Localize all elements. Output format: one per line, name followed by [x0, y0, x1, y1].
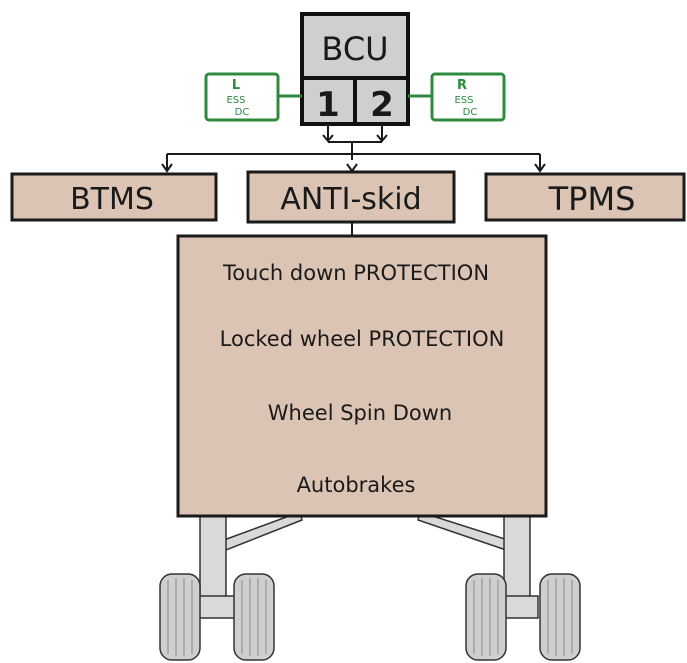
btms-label: BTMS	[70, 182, 154, 217]
bcu-wiring	[161, 124, 546, 236]
functions-box	[176, 234, 548, 518]
system-tpms: TPMS	[484, 172, 686, 222]
ess-dc-left-side: L	[232, 78, 240, 93]
ess-dc-right-line1: ESS	[454, 95, 473, 106]
ess-dc-left-line1: ESS	[226, 95, 245, 106]
btms-box	[10, 172, 218, 222]
ess-dc-right-line2: DC	[463, 107, 478, 118]
system-btms: BTMS	[10, 172, 218, 222]
left-wheel-outer	[159, 573, 201, 661]
antiskid-label: ANTI-skid	[280, 182, 421, 217]
function-wheel-spin-down: Wheel Spin Down	[268, 401, 452, 425]
ess-dc-left: L ESS DC	[204, 72, 280, 122]
bcu-channel-2: 2	[370, 85, 394, 125]
bcu-title: BCU	[321, 30, 388, 68]
function-autobrakes: Autobrakes	[297, 473, 416, 497]
left-wheel-inner	[233, 573, 275, 661]
ess-dc-left-line2: DC	[235, 107, 250, 118]
right-wheel-inner	[465, 573, 507, 661]
landing-gear-illustration	[159, 511, 581, 661]
tpms-label: TPMS	[548, 180, 636, 218]
ess-dc-right-side: R	[457, 78, 467, 93]
function-locked-wheel-protection: Locked wheel PROTECTION	[220, 327, 505, 351]
system-antiskid: ANTI-skid	[246, 170, 456, 224]
antiskid-functions-panel: Touch down PROTECTION Locked wheel PROTE…	[176, 234, 548, 518]
function-touchdown-protection: Touch down PROTECTION	[222, 261, 489, 285]
antiskid-box	[246, 170, 456, 224]
tpms-box	[484, 172, 686, 222]
right-wheel-outer	[539, 573, 581, 661]
ess-dc-right: R ESS DC	[430, 72, 506, 122]
bcu-unit: BCU 1 2	[300, 12, 410, 126]
bcu-channel-1: 1	[316, 85, 340, 125]
